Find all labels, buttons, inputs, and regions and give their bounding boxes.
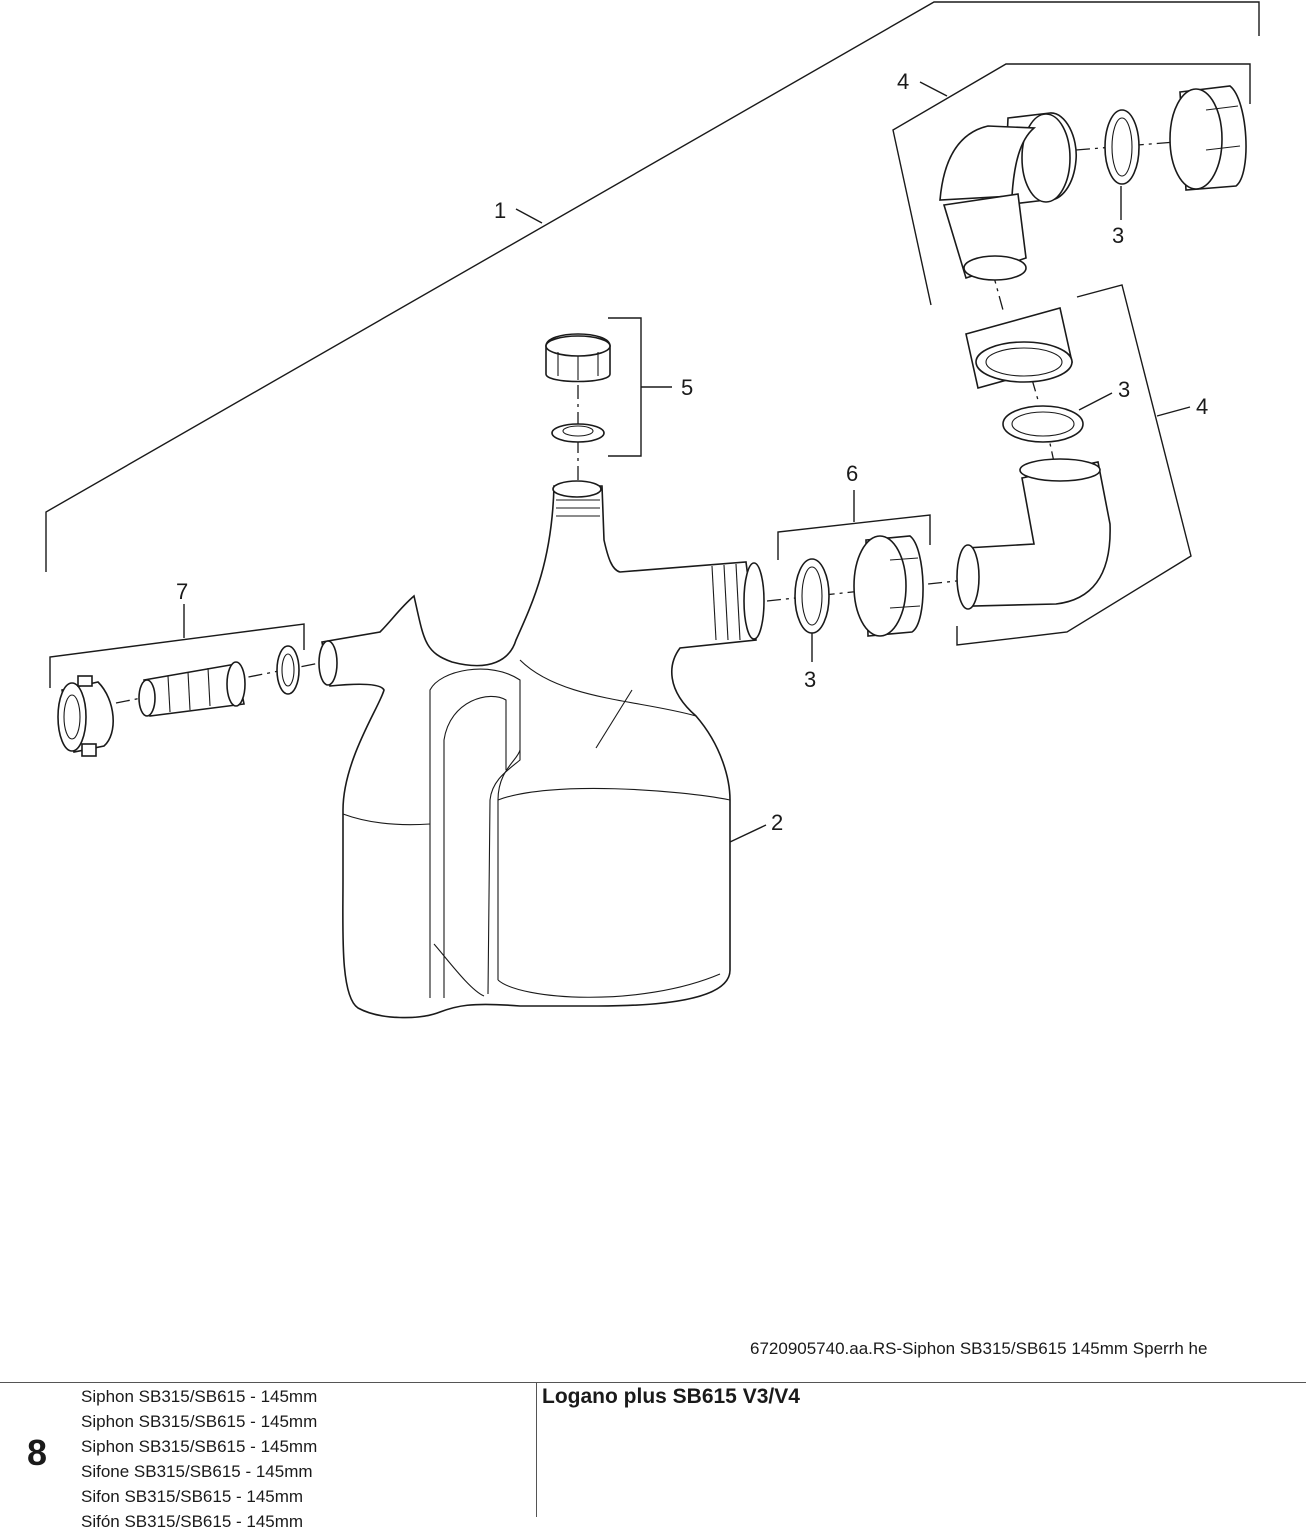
gasket-6 bbox=[794, 558, 830, 634]
bracket-1 bbox=[45, 1, 1260, 572]
leader-2 bbox=[729, 824, 767, 843]
bracket-4-upper bbox=[892, 63, 1251, 306]
union-nut-middle bbox=[965, 307, 1073, 389]
callout-3-bottom: 3 bbox=[804, 667, 816, 692]
leader-1 bbox=[515, 208, 543, 224]
description-line: Sifón SB315/SB615 - 145mm bbox=[81, 1512, 304, 1531]
footer-column-divider bbox=[536, 1382, 537, 1517]
callout-3-top: 3 bbox=[1112, 223, 1124, 248]
description-line: Siphon SB315/SB615 - 145mm bbox=[81, 1437, 318, 1456]
figure-caption: 6720905740.aa.RS-Siphon SB315/SB615 145m… bbox=[750, 1339, 1208, 1358]
description-line: Sifon SB315/SB615 - 145mm bbox=[81, 1487, 304, 1506]
description-line: Siphon SB315/SB615 - 145mm bbox=[81, 1387, 318, 1406]
callout-6: 6 bbox=[846, 461, 858, 486]
callout-3-mid: 3 bbox=[1118, 377, 1130, 402]
seal-5 bbox=[551, 423, 605, 443]
elbow-upper bbox=[939, 112, 1077, 281]
product-title: Logano plus SB615 V3/V4 bbox=[542, 1385, 800, 1408]
exploded-parts-diagram: 1 2 3 3 3 4 4 5 6 7 bbox=[45, 1, 1260, 1019]
elbow-lower bbox=[956, 458, 1111, 610]
description-line: Sifone SB315/SB615 - 145mm bbox=[81, 1462, 313, 1481]
gasket-upper bbox=[1104, 109, 1140, 185]
callout-7: 7 bbox=[176, 579, 188, 604]
callout-2: 2 bbox=[771, 810, 783, 835]
leader-3-mid bbox=[1078, 392, 1113, 411]
leader-4-upper bbox=[919, 81, 948, 97]
description-line: Siphon SB315/SB615 - 145mm bbox=[81, 1412, 318, 1431]
footer-divider bbox=[0, 1382, 1306, 1383]
bracket-7 bbox=[49, 623, 305, 688]
clamp-7 bbox=[57, 675, 114, 757]
bracket-4-lower bbox=[956, 284, 1192, 646]
callout-5: 5 bbox=[681, 375, 693, 400]
page-number: 8 bbox=[27, 1432, 48, 1473]
union-nut-6 bbox=[853, 535, 924, 637]
seal-7 bbox=[276, 645, 300, 695]
cap-5 bbox=[545, 333, 611, 383]
bracket-5 bbox=[608, 317, 642, 457]
union-nut-upper bbox=[1169, 85, 1247, 191]
siphon-body bbox=[318, 480, 765, 1019]
callout-4-lower: 4 bbox=[1196, 394, 1208, 419]
gasket-middle bbox=[1002, 405, 1084, 443]
hose-nozzle-7 bbox=[138, 661, 246, 717]
callout-1: 1 bbox=[494, 198, 506, 223]
leader-4-lower bbox=[1156, 406, 1191, 417]
description-list: Siphon SB315/SB615 - 145mm Siphon SB315/… bbox=[81, 1384, 317, 1534]
bracket-6 bbox=[777, 514, 931, 560]
callout-4-upper: 4 bbox=[897, 69, 909, 94]
